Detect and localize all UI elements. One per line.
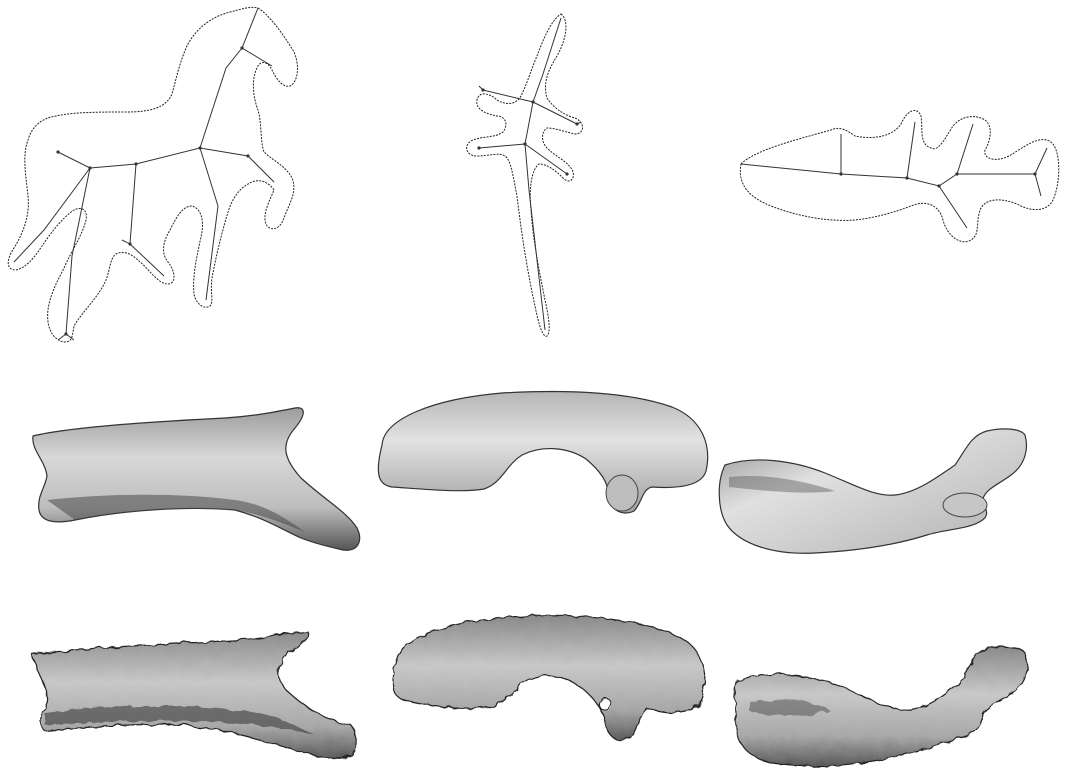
fish-skeleton-joints: [839, 172, 1036, 187]
fish-contour: [740, 110, 1058, 241]
noisy-horse-shape: [25, 625, 370, 770]
noisy-fish-shape: [730, 640, 1035, 775]
lizard-outline-panel: [455, 0, 595, 350]
horse-skeleton: [14, 8, 274, 340]
lizard-outline-drawing: [455, 0, 595, 350]
horse-contour: [8, 7, 297, 342]
fish-outline-drawing: [735, 100, 1065, 260]
smooth-fish-shape: [715, 425, 1035, 565]
smooth-horse-shape: [25, 400, 370, 560]
smooth-lizard-shape: [372, 385, 717, 520]
noisy-lizard-shape: [385, 610, 715, 760]
lizard-contour: [467, 14, 583, 336]
fish-outline-panel: [735, 100, 1065, 260]
horse-outline-drawing: [0, 0, 310, 350]
lizard-skeleton-joints: [477, 88, 578, 175]
horse-outline-panel: [0, 0, 310, 350]
